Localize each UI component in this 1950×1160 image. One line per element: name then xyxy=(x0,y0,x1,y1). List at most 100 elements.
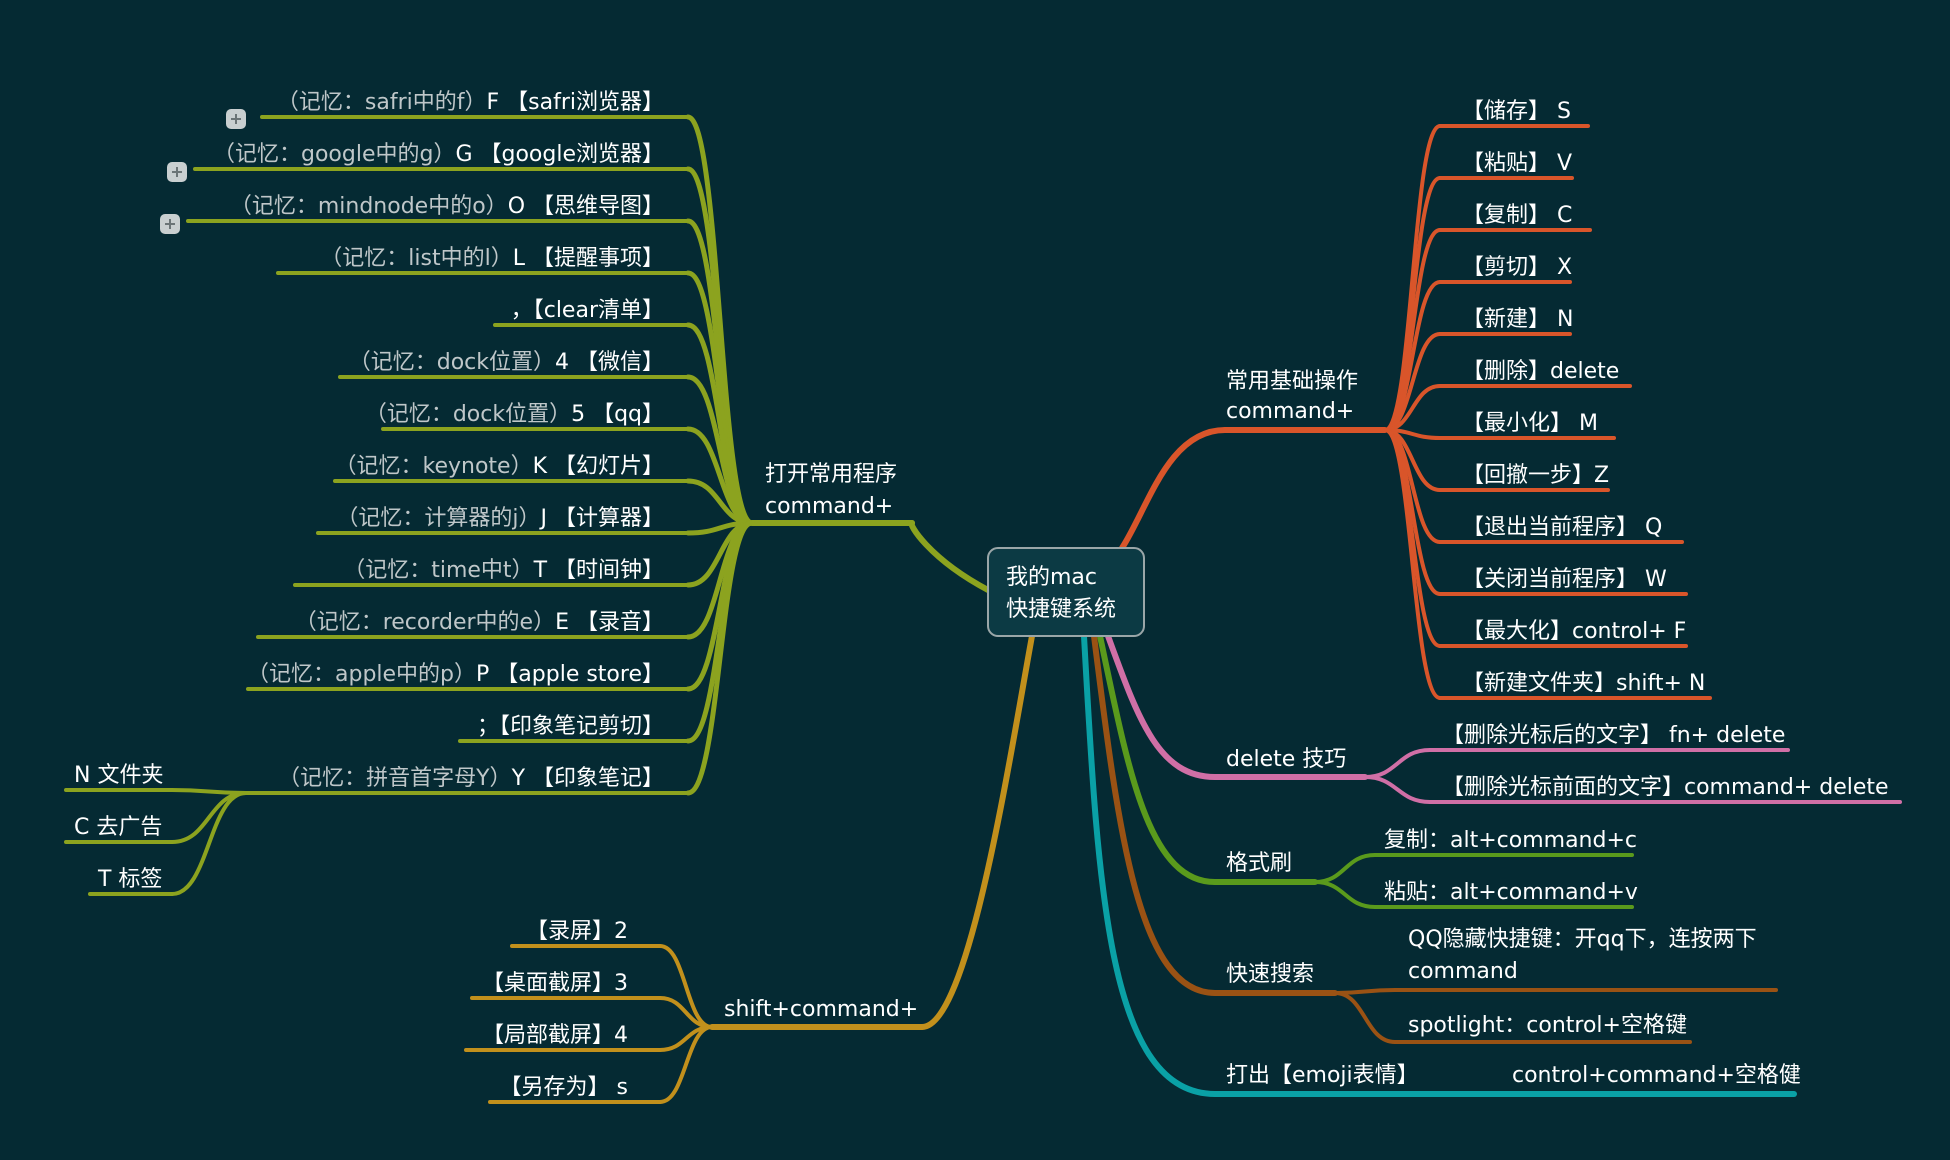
delete-item: 【删除光标后的文字】 fn+ delete xyxy=(1442,723,1785,748)
branch-delete xyxy=(1105,633,1218,780)
shift-command-branch xyxy=(658,1025,714,1104)
open-apps-item: （记忆：time中t）T 【时间钟】 xyxy=(343,558,664,583)
basic-item: 【删除】delete xyxy=(1462,359,1619,384)
branch-format xyxy=(1097,633,1218,885)
open-apps-item-memo: （记忆：apple中的p） xyxy=(247,662,476,687)
open-apps-item-key: E 【录音】 xyxy=(555,610,664,635)
evernote-child: T 标签 xyxy=(97,867,162,892)
basic-branch xyxy=(1383,428,1442,700)
format-branch xyxy=(1313,880,1377,909)
open-apps-item-key: Y 【印象笔记】 xyxy=(511,766,664,791)
root-node[interactable] xyxy=(987,547,1145,637)
expand-plus-icon[interactable] xyxy=(160,214,180,234)
search-branch xyxy=(1333,991,1397,1044)
branch-emoji xyxy=(1081,633,1218,1097)
open-apps-item: （记忆：apple中的p）P 【apple store】 xyxy=(247,662,664,687)
open-apps-item-key: J 【计算器】 xyxy=(539,506,664,531)
format-item: 复制：alt+command+c xyxy=(1384,828,1637,853)
basic-item: 【粘贴】 V xyxy=(1462,151,1572,176)
open-apps-item: （记忆：google中的g）G 【google浏览器】 xyxy=(213,142,664,167)
open-apps-item: ，【clear清单】 xyxy=(511,298,664,323)
expand-plus-icon[interactable] xyxy=(226,109,246,129)
open-apps-item: （记忆：list中的l）L 【提醒事项】 xyxy=(320,246,664,271)
format-title: 格式刷 xyxy=(1226,851,1292,876)
basic-item: 【新建】 N xyxy=(1462,307,1573,332)
open-apps-item-key: 5 【qq】 xyxy=(571,402,664,427)
open-apps-branch xyxy=(685,520,755,796)
basic-item: 【最小化】 M xyxy=(1462,411,1598,436)
open-apps-item-memo: （记忆：mindnode中的o） xyxy=(230,194,508,219)
basic-item: 【新建文件夹】shift+ N xyxy=(1462,671,1705,696)
root-title: 我的mac xyxy=(1006,565,1097,590)
format-item: 粘贴：alt+command+v xyxy=(1384,880,1638,905)
branch-basic xyxy=(1119,427,1228,551)
basic-branch xyxy=(1383,176,1442,432)
basic-item: 【退出当前程序】 Q xyxy=(1462,515,1662,540)
basic-item: 【剪切】 X xyxy=(1462,255,1572,280)
open-apps-item: ；【印象笔记剪切】 xyxy=(477,714,664,739)
open-apps-item: （记忆：dock位置）4 【微信】 xyxy=(349,350,664,375)
evernote-child: C 去广告 xyxy=(74,815,162,840)
basic-item: 【关闭当前程序】 W xyxy=(1462,567,1667,592)
branch-shift-command xyxy=(919,633,1035,1030)
open-apps-item: （记忆：recorder中的e）E 【录音】 xyxy=(295,610,664,635)
emoji-value: control+command+空格健 xyxy=(1512,1063,1801,1088)
format-branch xyxy=(1313,853,1377,884)
open-apps-item-key: ；【印象笔记剪切】 xyxy=(477,714,664,739)
delete-title: delete 技巧 xyxy=(1226,747,1346,772)
search-item: spotlight：control+空格键 xyxy=(1408,1013,1687,1038)
open-apps-item: （记忆：拼音首字母Y）Y 【印象笔记】 xyxy=(278,766,664,791)
open-apps-item-key: P 【apple store】 xyxy=(476,662,664,687)
open-apps-title: 打开常用程序 xyxy=(765,462,897,487)
search-branch xyxy=(1333,988,1397,995)
open-apps-item-key: ，【clear清单】 xyxy=(511,298,664,323)
basic-item: 【储存】 S xyxy=(1462,99,1571,124)
emoji-title: 打出【emoji表情】 xyxy=(1226,1063,1419,1088)
open-apps-item-memo: （记忆：计算器的j） xyxy=(336,506,540,531)
search-title: 快速搜索 xyxy=(1226,962,1314,987)
open-apps-subtitle: command+ xyxy=(765,494,893,519)
branch-open-apps xyxy=(908,520,991,593)
open-apps-item-key: 4 【微信】 xyxy=(555,350,664,375)
shift-command-item: 【录屏】2 xyxy=(526,919,628,944)
open-apps-item-key: K 【幻灯片】 xyxy=(533,454,664,479)
open-apps-item-key: G 【google浏览器】 xyxy=(455,142,664,167)
delete-branch xyxy=(1363,748,1432,779)
evernote-branch xyxy=(170,791,248,844)
evernote-child: N 文件夹 xyxy=(74,763,163,788)
open-apps-item-memo: （记忆：google中的g） xyxy=(213,142,455,167)
open-apps-item-key: T 【时间钟】 xyxy=(533,558,664,583)
shift-command-item: 【桌面截屏】3 xyxy=(482,971,628,996)
open-apps-item-memo: （记忆：recorder中的e） xyxy=(295,610,555,635)
open-apps-item-memo: （记忆：keynote） xyxy=(335,454,533,479)
root-subtitle: 快捷键系统 xyxy=(1006,597,1116,622)
basic-title: 常用基础操作 xyxy=(1226,369,1358,394)
shift-command-item: 【另存为】 s xyxy=(500,1075,628,1100)
basic-subtitle: command+ xyxy=(1226,399,1354,424)
basic-item: 【最大化】control+ F xyxy=(1462,619,1686,644)
branch-search xyxy=(1091,633,1218,996)
expand-plus-icon[interactable] xyxy=(167,162,187,182)
open-apps-item-key: F 【safri浏览器】 xyxy=(487,90,665,115)
search-item-line1: QQ隐藏快捷键：开qq下，连按两下 xyxy=(1408,927,1757,952)
open-apps-item-key: L 【提醒事项】 xyxy=(513,246,664,271)
connector-lines xyxy=(64,114,1902,1104)
open-apps-item-memo: （记忆：time中t） xyxy=(343,558,533,583)
open-apps-item: （记忆：dock位置）5 【qq】 xyxy=(365,402,664,427)
open-apps-item-memo: （记忆：拼音首字母Y） xyxy=(278,766,511,791)
open-apps-item-memo: （记忆：dock位置） xyxy=(349,350,555,375)
shift-command-title: shift+command+ xyxy=(724,997,918,1022)
open-apps-item-memo: （记忆：safri中的f） xyxy=(277,90,487,115)
open-apps-item-key: O 【思维导图】 xyxy=(508,194,664,219)
basic-item: 【回撤一步】Z xyxy=(1462,463,1609,488)
evernote-branch xyxy=(170,791,248,896)
open-apps-item-memo: （记忆：list中的l） xyxy=(320,246,512,271)
open-apps-item: （记忆：mindnode中的o）O 【思维导图】 xyxy=(230,194,664,219)
delete-item: 【删除光标前面的文字】command+ delete xyxy=(1442,775,1889,800)
evernote-branch xyxy=(170,788,248,795)
open-apps-item: （记忆：计算器的j）J 【计算器】 xyxy=(336,506,664,531)
shift-command-item: 【局部截屏】4 xyxy=(482,1023,628,1048)
search-item-line2: command xyxy=(1408,959,1518,984)
